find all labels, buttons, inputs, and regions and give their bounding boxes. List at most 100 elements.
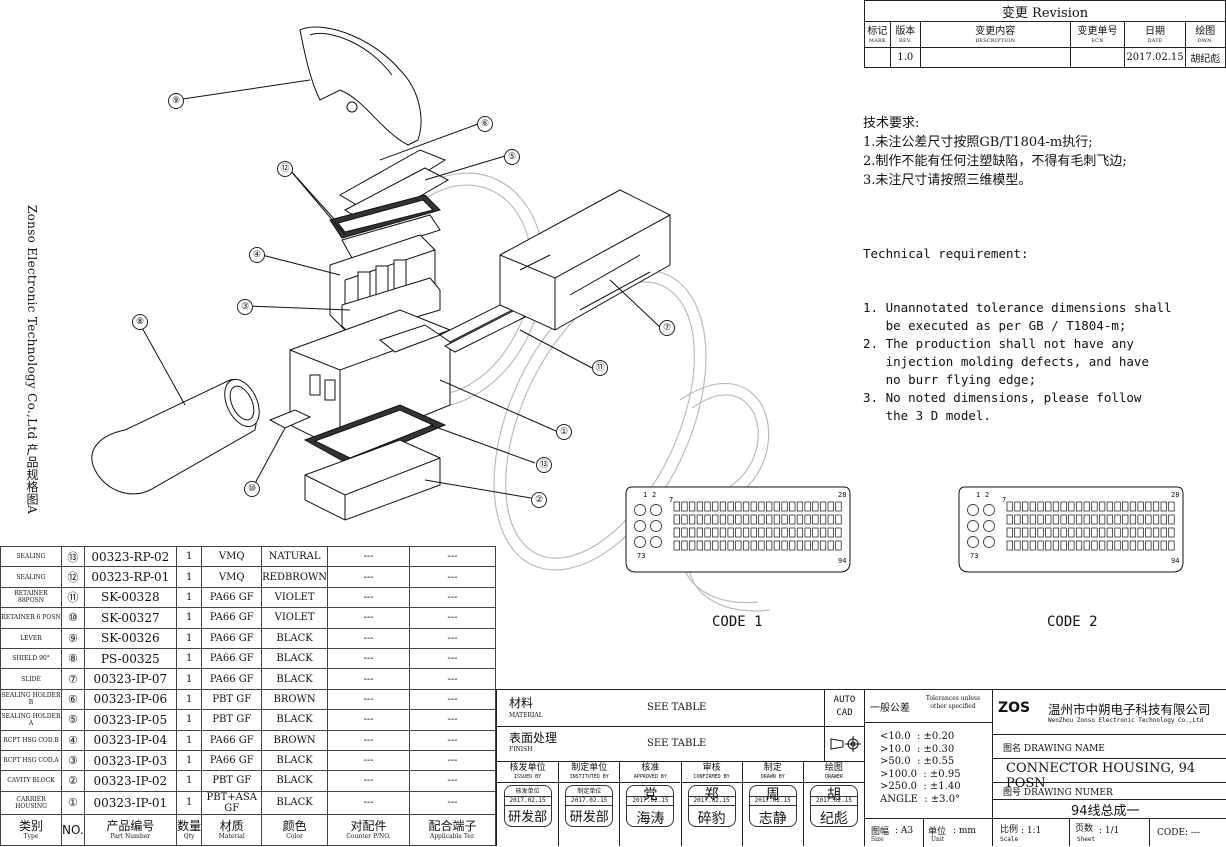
bom-cell-ter: --- xyxy=(408,627,497,649)
pin-cavity xyxy=(766,540,773,551)
revision-cell-4: 2017.02.15 xyxy=(1124,47,1186,68)
bom-cell-cpn: --- xyxy=(327,566,410,588)
auto-cad-label: AUTO CAD xyxy=(824,690,864,726)
pin-cavity xyxy=(773,514,780,525)
bom-cell-color: BLACK xyxy=(261,668,329,690)
bom-cell-no: ① xyxy=(61,790,85,815)
power-pin-cavity xyxy=(983,520,995,532)
bom-cell-ter: --- xyxy=(408,749,497,772)
exploded-assembly-drawing xyxy=(91,26,671,521)
pin-cavity xyxy=(1037,514,1044,525)
requirement-en-item: the 3 D model. xyxy=(863,408,991,423)
pin-cavity xyxy=(1083,540,1090,551)
pin-cavity xyxy=(827,514,834,525)
pin-cavity xyxy=(1022,540,1029,551)
pin-cavity xyxy=(773,501,780,512)
bom-cell-part: SK-00326 xyxy=(83,627,177,649)
bom-cell-cpn: --- xyxy=(327,647,410,670)
power-pin-cavity xyxy=(634,536,646,548)
pin-cavity xyxy=(812,527,819,538)
bom-cell-qty: 1 xyxy=(175,709,203,731)
pin-cavity xyxy=(712,501,719,512)
pin-cavity xyxy=(804,514,811,525)
pin-cavity xyxy=(1022,514,1029,525)
bom-cell-part: 00323-RP-01 xyxy=(83,566,177,588)
company-block: ZOS 温州市中朔电子科技有限公司 WenZhou Zonso Electron… xyxy=(992,690,1226,846)
pin-cavity xyxy=(796,514,804,525)
pin-cavity xyxy=(1129,527,1137,538)
bom-cell-ter: --- xyxy=(408,647,497,670)
bom-cell-no: ⑪ xyxy=(61,586,85,609)
bom-cell-no: ⑤ xyxy=(61,709,85,731)
pin-cavity xyxy=(819,501,827,512)
bom-cell-type: SEALING HOLDER A xyxy=(0,709,62,731)
pin-cavity xyxy=(1045,514,1052,525)
unit-label: 单位 xyxy=(928,827,947,837)
bom-cell-color: VIOLET xyxy=(261,586,329,609)
pin-cavity xyxy=(766,501,773,512)
requirement-en-item: no burr flying edge; xyxy=(863,372,1037,387)
pin-cavity xyxy=(681,540,688,551)
pin-cavity xyxy=(1052,501,1060,512)
bom-cell-part: 00323-RP-02 xyxy=(83,545,177,568)
bom-cell-qty: 1 xyxy=(175,586,203,609)
pin-cavity xyxy=(1060,501,1067,512)
bom-cell-cpn: --- xyxy=(327,586,410,609)
requirement-en-item: 3. No noted dimensions, please follow xyxy=(863,390,1142,405)
callout-8: ⑧ xyxy=(132,314,148,330)
pin-cavity xyxy=(773,527,780,538)
tolerance-block: 一般公差 Tolerances unless other specified <… xyxy=(864,690,993,847)
bom-cell-part: 00323-IP-04 xyxy=(83,729,177,751)
power-pin-cavity xyxy=(967,520,979,532)
pin-cavity xyxy=(673,527,680,538)
pin-cavity xyxy=(796,527,804,538)
pin-cavity xyxy=(712,527,719,538)
bom-cell-qty: 1 xyxy=(175,607,203,629)
pin-cavity xyxy=(804,540,811,551)
pin-cavity xyxy=(827,527,834,538)
pin-cavity xyxy=(1160,501,1167,512)
pin-cavity xyxy=(1122,540,1129,551)
power-pin-cavity xyxy=(967,504,979,516)
bom-cell-type: SHIELD 90° xyxy=(0,647,62,670)
bom-cell-ter: --- xyxy=(408,668,497,690)
pin-cavity xyxy=(1106,501,1113,512)
pin-cavity xyxy=(1091,514,1098,525)
finish-label-en: FINISH xyxy=(509,746,533,753)
pin-cavity xyxy=(742,514,750,525)
bom-cell-no: ④ xyxy=(61,729,85,751)
bom-cell-mat: PBT GF xyxy=(201,709,263,731)
callout-4: ④ xyxy=(249,247,265,263)
pin-cavity xyxy=(789,501,796,512)
requirements-en-title: Technical requirement: xyxy=(863,246,1029,261)
pin-cavity xyxy=(696,540,703,551)
pin-cavity xyxy=(1114,501,1121,512)
callout-12: ⑫ xyxy=(277,161,293,177)
bom-cell-mat: VMQ xyxy=(201,566,263,588)
bom-cell-color: BLACK xyxy=(261,709,329,731)
unit-value: : mm xyxy=(953,826,976,836)
callout-7: ⑦ xyxy=(659,320,675,336)
revision-cell-1: 1.0 xyxy=(889,47,921,68)
drawing-name-value: CONNECTOR HOUSING, 94 POSN xyxy=(1006,761,1196,791)
power-pin-cavity xyxy=(650,536,662,548)
bom-cell-part: 00323-IP-06 xyxy=(83,688,177,711)
pin-cavity xyxy=(1091,527,1098,538)
bom-cell-qty: 1 xyxy=(175,729,203,751)
pin-cavity xyxy=(704,527,711,538)
title-block: 材料 MATERIAL SEE TABLE AUTO CAD 表面处理 FINI… xyxy=(496,689,1226,847)
bom-cell-mat: PA66 GF xyxy=(201,647,263,670)
pin-cavity xyxy=(689,527,696,538)
bom-cell-qty: 1 xyxy=(175,647,203,670)
pin-cavity xyxy=(1122,514,1129,525)
bom-cell-part: 00323-IP-02 xyxy=(83,770,177,792)
pin-cavity xyxy=(1045,540,1052,551)
bom-cell-part: SK-00328 xyxy=(83,586,177,609)
